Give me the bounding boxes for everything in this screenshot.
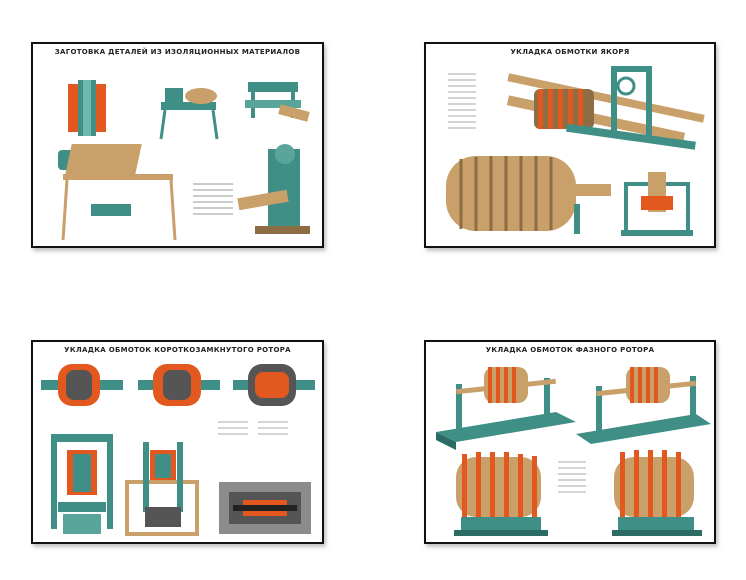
poster-illustration xyxy=(436,367,711,536)
poster-title: ЗАГОТОВКА ДЕТАЛЕЙ ИЗ ИЗОЛЯЦИОННЫХ МАТЕРИ… xyxy=(54,48,301,56)
poster-squirrel-cage-rotor[interactable]: УКЛАДКА ОБМОТОК КОРОТКОЗАМКНУТОГО РОТОРА xyxy=(31,340,324,544)
poster-title: УКЛАДКА ОБМОТОК ФАЗНОГО РОТОРА xyxy=(485,346,655,354)
poster-illustration xyxy=(58,80,310,241)
poster-armature-winding[interactable]: УКЛАДКА ОБМОТКИ ЯКОРЯ xyxy=(424,42,716,248)
poster-illustration xyxy=(446,66,705,236)
poster-wound-rotor[interactable]: УКЛАДКА ОБМОТОК ФАЗНОГО РОТОРА xyxy=(424,340,716,544)
poster-title: УКЛАДКА ОБМОТКИ ЯКОРЯ xyxy=(510,48,630,56)
poster-insulation-parts[interactable]: ЗАГОТОВКА ДЕТАЛЕЙ ИЗ ИЗОЛЯЦИОННЫХ МАТЕРИ… xyxy=(31,42,324,248)
poster-illustration xyxy=(41,364,315,536)
poster-title: УКЛАДКА ОБМОТОК КОРОТКОЗАМКНУТОГО РОТОРА xyxy=(64,346,291,354)
